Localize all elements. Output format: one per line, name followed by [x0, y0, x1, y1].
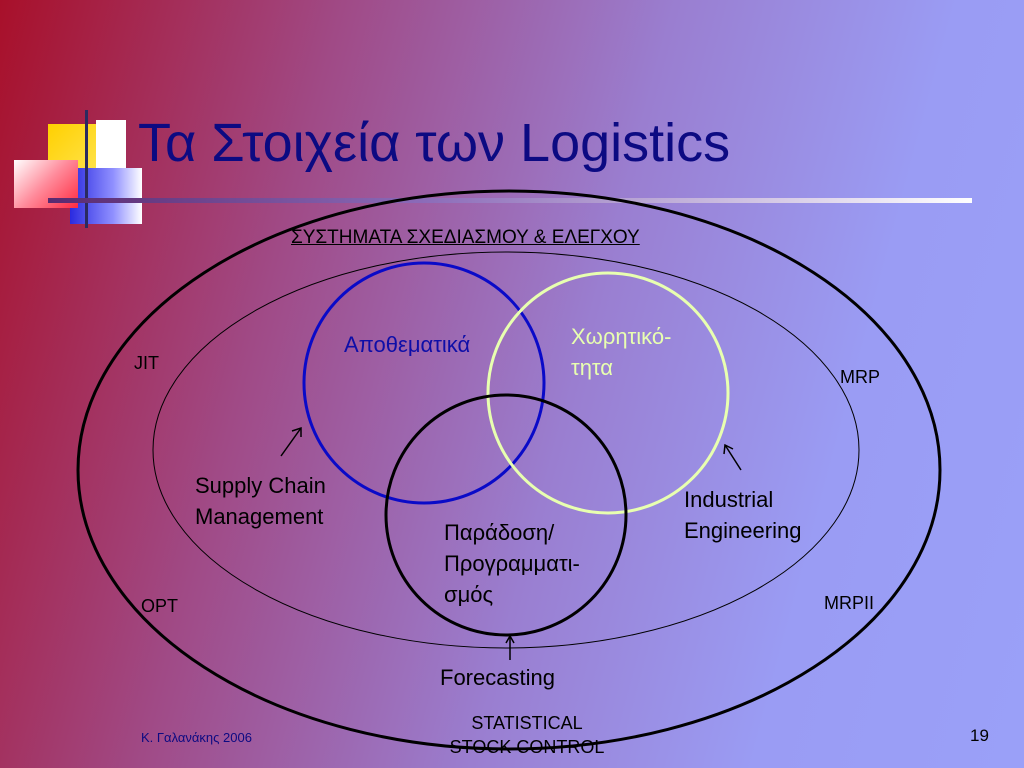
- capacity-label-line1: Χωρητικό-: [571, 324, 672, 349]
- industrial-engineering-line2: Engineering: [684, 518, 802, 543]
- jit-label: JIT: [134, 353, 159, 373]
- stock-control-line: STOCK CONTROL: [449, 737, 605, 757]
- mrpii-label: MRPII: [824, 593, 875, 613]
- title-underline: [48, 198, 972, 203]
- industrial-engineering-line1: Industrial: [684, 487, 774, 512]
- inner-ellipse: [152, 251, 860, 649]
- delivery-circle: [384, 393, 628, 637]
- outer-ellipse: [76, 189, 942, 751]
- scm-arrow: [280, 426, 302, 457]
- industrial-engineering-label: Industrial Engineering: [684, 484, 801, 546]
- forecasting-arrow: [505, 634, 515, 660]
- mrp-label: MRP: [840, 367, 880, 387]
- ie-arrow: [723, 443, 742, 471]
- statistical-stock-control-label: STATISTICAL STOCK CONTROL: [438, 711, 616, 759]
- opt-label: OPT: [141, 596, 179, 616]
- statistical-line: STATISTICAL: [471, 713, 583, 733]
- capacity-circle: [486, 271, 730, 515]
- white-square: [96, 120, 126, 170]
- delivery-label: Παράδοση/ Προγραμματι- σμός: [444, 517, 580, 610]
- delivery-label-line2: Προγραμματι-: [444, 551, 580, 576]
- blue-square: [70, 168, 142, 224]
- delivery-label-line1: Παράδοση/: [444, 520, 555, 545]
- inventory-circle: [302, 261, 546, 505]
- planning-systems-heading: ΣΥΣΤΗΜΑΤΑ ΣΧΕΔΙΑΣΜΟΥ & ΕΛΕΓΧΟΥ: [291, 227, 640, 248]
- capacity-label-line2: τητα: [571, 355, 614, 380]
- supply-chain-line2: Management: [195, 504, 324, 529]
- capacity-label: Χωρητικό- τητα: [571, 321, 671, 383]
- inventory-label: Αποθεματικά: [344, 332, 471, 357]
- supply-chain-label: Supply Chain Management: [195, 470, 326, 532]
- forecasting-label: Forecasting: [440, 665, 555, 690]
- vertical-rule: [85, 110, 88, 228]
- footer-author: Κ. Γαλανάκης 2006: [141, 730, 252, 745]
- delivery-label-line3: σμός: [444, 582, 494, 607]
- page-number: 19: [970, 726, 989, 745]
- supply-chain-line1: Supply Chain: [195, 473, 326, 498]
- page-title: Τα Στοιχεία των Logistics: [138, 113, 731, 173]
